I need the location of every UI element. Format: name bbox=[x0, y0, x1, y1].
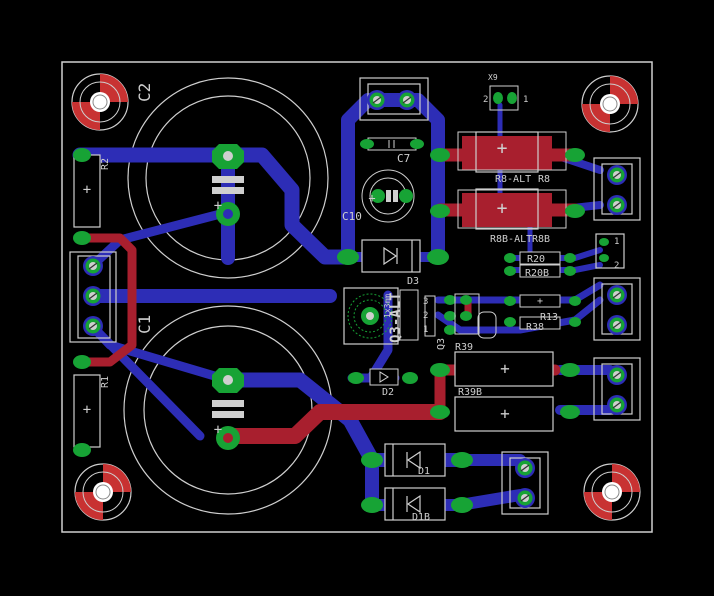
resistor-r1-outline bbox=[73, 374, 101, 448]
terminal-pad bbox=[514, 457, 536, 479]
label-r8-alt: R8-ALT bbox=[495, 174, 531, 185]
board-outline bbox=[61, 61, 653, 533]
label-x9: X9 bbox=[488, 73, 498, 82]
label-r20: R20 bbox=[527, 254, 545, 265]
svg-text:+: + bbox=[83, 402, 91, 418]
label-j-pin1: 1 bbox=[614, 237, 619, 247]
label-r39b: R39B bbox=[458, 387, 482, 398]
label-c2: C2 bbox=[135, 83, 154, 102]
label-q3: Q3 bbox=[436, 338, 447, 350]
terminal-pad bbox=[82, 255, 104, 277]
terminal-pad bbox=[606, 194, 628, 216]
label-r1: R1 bbox=[100, 376, 111, 388]
label-c1: C1 bbox=[135, 315, 154, 334]
label-r8b: R8B bbox=[532, 234, 550, 245]
terminal-pad bbox=[514, 487, 536, 509]
label-r2: R2 bbox=[100, 158, 111, 170]
mounting-hole-bottom-left bbox=[74, 463, 132, 521]
terminal-pad bbox=[606, 164, 628, 186]
label-r20b: R20B bbox=[525, 268, 549, 279]
svg-text:+: + bbox=[83, 182, 91, 198]
terminal-pad bbox=[606, 284, 628, 306]
svg-text:+: + bbox=[214, 198, 222, 214]
svg-text:+: + bbox=[537, 296, 543, 307]
label-d1: D1 bbox=[418, 466, 430, 477]
label-c10: C10 bbox=[342, 210, 362, 223]
label-d3: D3 bbox=[407, 276, 419, 287]
label-x9-pin2: 2 bbox=[483, 95, 488, 105]
label-r8b-alt: R8B-ALT bbox=[490, 234, 532, 245]
capacitor-c10-pads bbox=[371, 189, 413, 203]
resistor-r8b-body bbox=[462, 188, 552, 230]
label-q-pin3: 3 bbox=[423, 297, 428, 307]
capacitor-c1-outline bbox=[123, 305, 333, 515]
mounting-hole-bottom-right bbox=[583, 463, 641, 521]
label-r39: R39 bbox=[455, 342, 473, 353]
terminal-pad bbox=[366, 89, 388, 111]
label-r13: R13 bbox=[540, 312, 558, 323]
diode-d1-outline bbox=[384, 443, 446, 477]
label-q-pin1: 1 bbox=[423, 325, 428, 335]
small-resistors bbox=[519, 251, 561, 330]
capacitor-pads bbox=[212, 144, 244, 450]
trimpot-q3-alt bbox=[343, 287, 436, 345]
label-r8: R8 bbox=[538, 174, 550, 185]
diode-d3-outline bbox=[361, 239, 421, 273]
terminal-pad bbox=[82, 315, 104, 337]
svg-text:+: + bbox=[497, 198, 508, 219]
capacitor-body-markings bbox=[212, 176, 244, 418]
svg-text:+: + bbox=[368, 191, 375, 205]
label-d2: D2 bbox=[382, 387, 394, 398]
terminal-pad bbox=[606, 364, 628, 386]
label-r38: R38 bbox=[526, 322, 544, 333]
diode-d2-outline bbox=[369, 368, 399, 386]
mounting-hole-top-left bbox=[71, 73, 129, 131]
capacitor-c7-outline bbox=[367, 137, 417, 151]
small-part-outlines bbox=[454, 85, 519, 339]
terminal-pad bbox=[606, 314, 628, 336]
svg-text:+: + bbox=[500, 359, 510, 378]
label-d1b: D1B bbox=[412, 512, 430, 523]
svg-text:+: + bbox=[500, 404, 510, 423]
svg-text:+: + bbox=[214, 422, 222, 438]
resistor-r39-outline bbox=[454, 351, 554, 432]
label-pot-marking: 1x3mm bbox=[383, 294, 392, 318]
component-pads bbox=[73, 92, 609, 513]
label-q-pin2: 2 bbox=[423, 311, 428, 321]
label-q3-alt: Q3-ALT bbox=[388, 292, 404, 343]
mounting-hole-top-right bbox=[581, 75, 639, 133]
diode-d1b-outline bbox=[384, 487, 446, 521]
terminal-pad bbox=[606, 394, 628, 416]
terminal-pad bbox=[396, 89, 418, 111]
resistor-r2-outline bbox=[73, 154, 101, 228]
svg-text:+: + bbox=[497, 138, 508, 159]
label-c7: C7 bbox=[397, 152, 410, 165]
terminal-pad bbox=[82, 285, 104, 307]
label-j-pin2: 2 bbox=[614, 261, 619, 271]
label-x9-pin1: 1 bbox=[523, 95, 528, 105]
